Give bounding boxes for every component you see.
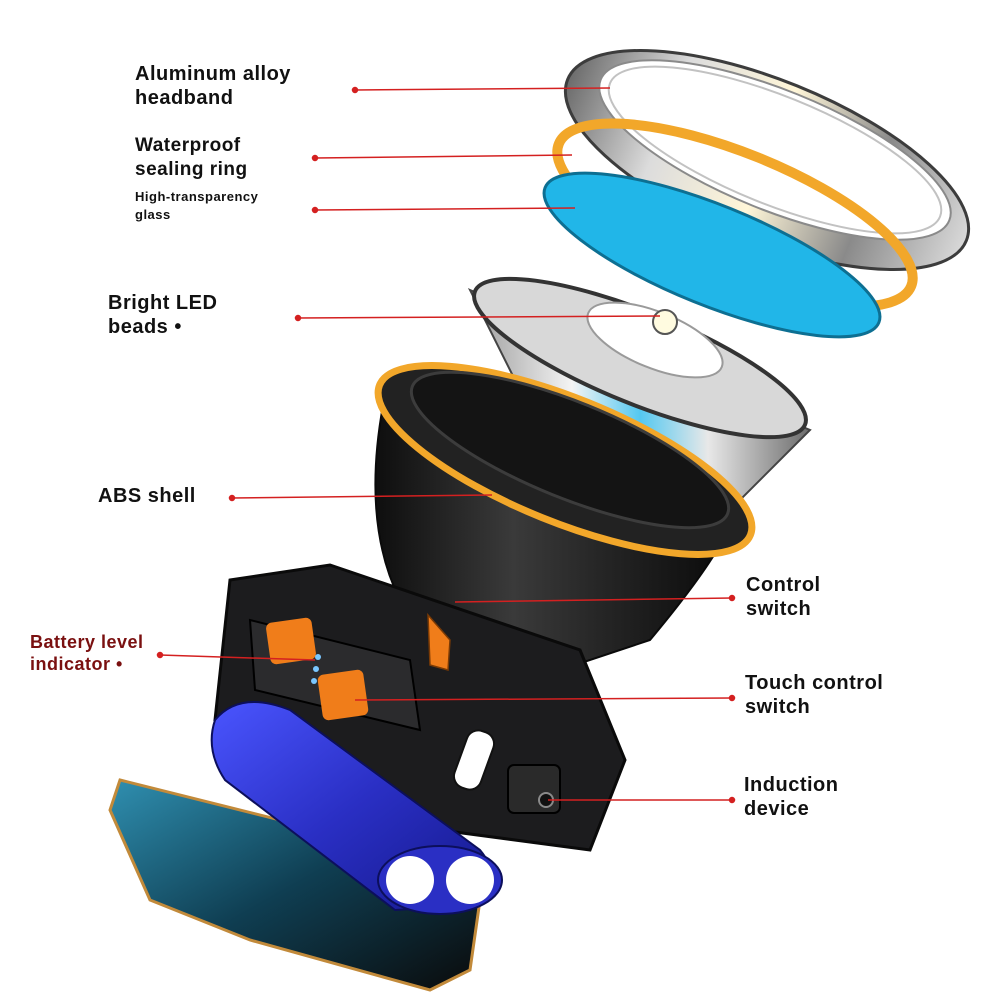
label-battery-indicator: Battery level indicator • xyxy=(30,632,144,674)
control-switch-button xyxy=(266,617,316,665)
battery-indicator-led xyxy=(311,678,317,684)
leader-control-switch xyxy=(454,597,733,603)
label-led-beads: Bright LED beads • xyxy=(108,292,218,338)
label-glass: High-transparency glass xyxy=(135,189,259,222)
label-sealing-ring: Waterproof sealing ring xyxy=(135,135,248,180)
induction-sensor xyxy=(507,764,561,814)
glass-part xyxy=(542,171,882,339)
led-bead xyxy=(652,309,678,335)
touch-control-button xyxy=(317,669,369,721)
leader-lines xyxy=(156,86,736,804)
label-control-switch: Control switch xyxy=(746,574,821,620)
battery-part xyxy=(210,701,503,915)
label-touch-switch: Touch control switch xyxy=(745,672,884,718)
label-induction-device: Induction device xyxy=(744,774,839,820)
leader-glass xyxy=(314,207,576,211)
leader-headband xyxy=(354,87,611,91)
leader-touch-switch xyxy=(354,697,733,701)
battery-indicator-led xyxy=(313,666,319,672)
leader-battery-indicator xyxy=(159,654,316,661)
leader-sealing-ring xyxy=(314,154,573,159)
leader-led-beads xyxy=(297,315,661,319)
label-aluminum-headband: Aluminum alloy headband xyxy=(135,63,291,109)
label-abs-shell: ABS shell xyxy=(98,485,196,507)
leader-abs-shell xyxy=(231,494,493,499)
battery-indicator-led xyxy=(315,654,321,660)
